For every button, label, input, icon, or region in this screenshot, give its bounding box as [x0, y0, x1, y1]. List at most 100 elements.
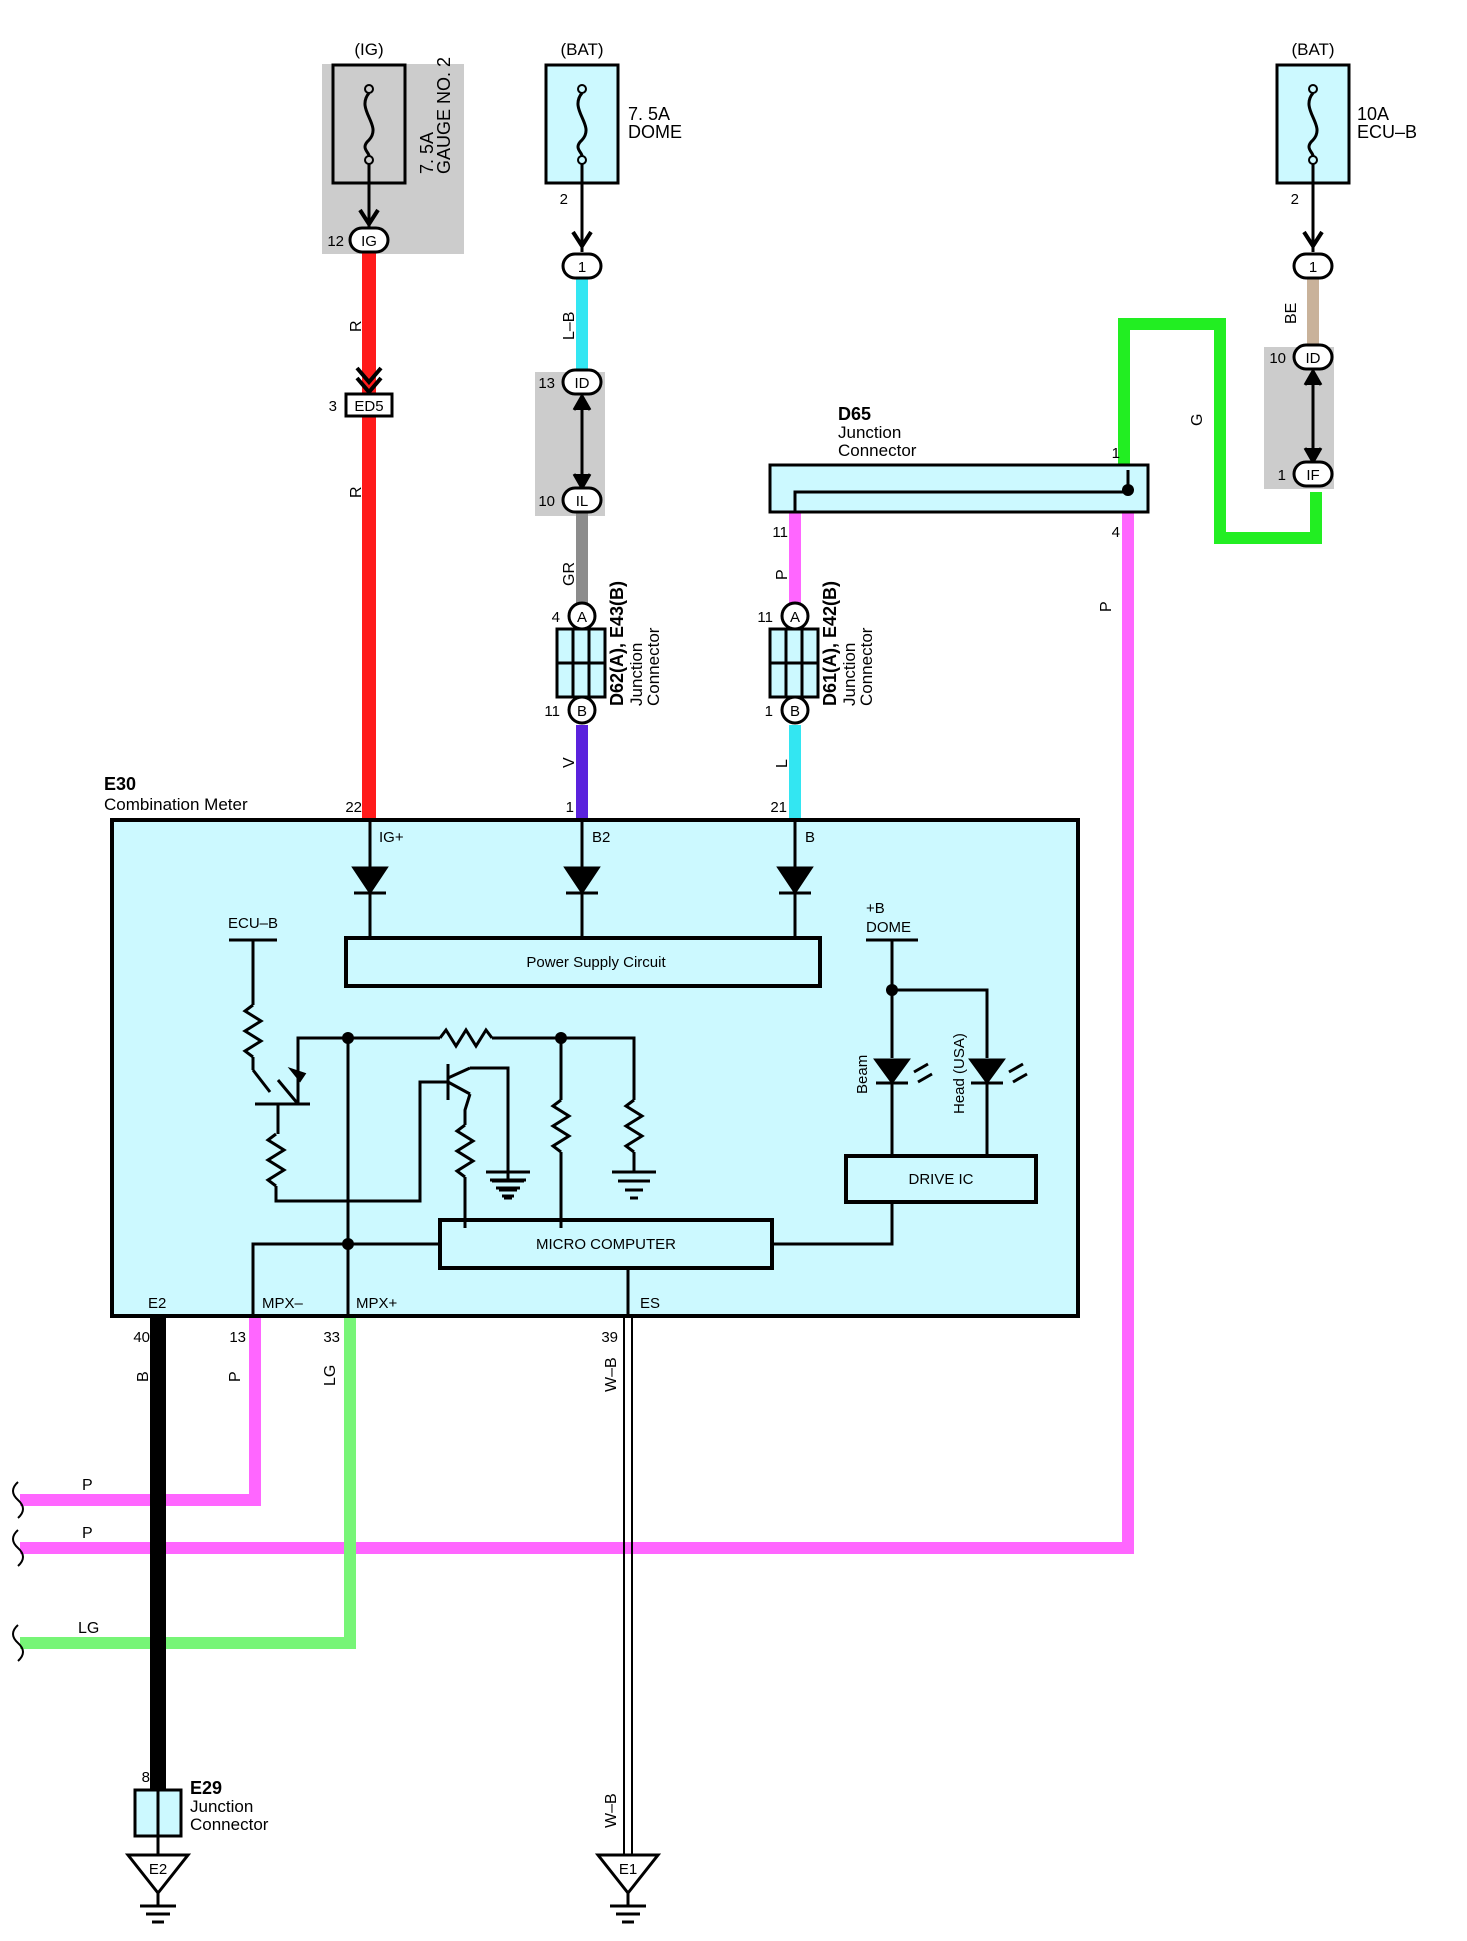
wire-break-marks — [12, 1481, 24, 1662]
junction-d65: D65 Junction Connector 11 1 4 — [768, 404, 1150, 541]
transistor-network — [229, 938, 656, 1316]
pin-mpx-minus: 13 — [229, 1329, 246, 1346]
fuse-dome — [544, 63, 620, 185]
svg-text:13: 13 — [538, 375, 555, 392]
wire-wb — [623, 1318, 633, 1855]
junction-dot-3 — [342, 1238, 354, 1250]
junction-d62-e43: A 4 B 11 D62(A), E43(B) Junction Connect… — [544, 581, 663, 725]
code-wb2: W–B — [603, 1793, 620, 1828]
svg-text:D65: D65 — [838, 404, 871, 424]
svg-text:10: 10 — [538, 493, 555, 510]
meter-pin-ig: 22 — [345, 799, 362, 816]
power-supply-label: Power Supply Circuit — [526, 954, 666, 971]
svg-text:A: A — [790, 609, 800, 626]
fuse-ecub-source: (BAT) — [1291, 40, 1334, 59]
svg-text:Junction: Junction — [627, 643, 646, 706]
code-gr: GR — [561, 562, 578, 586]
svg-text:1: 1 — [578, 259, 586, 276]
ground-e2: E2 — [124, 1853, 192, 1924]
power-supply-circuit — [344, 936, 822, 988]
ground-e1: E1 — [594, 1853, 662, 1924]
junction-d61-e42: A 11 B 1 D61(A), E42(B) Junction Connect… — [757, 581, 876, 725]
code-wb1: W–B — [603, 1357, 620, 1392]
ecu-b-term-label: ECU–B — [228, 915, 278, 932]
fuse-dome-source: (BAT) — [560, 40, 603, 59]
svg-text:4: 4 — [1112, 524, 1120, 541]
code-lb: L–B — [561, 312, 578, 340]
wire-g — [1118, 318, 1322, 544]
svg-text:11: 11 — [544, 703, 560, 720]
meter-name: Combination Meter — [104, 795, 248, 814]
micro-drive-lead — [772, 1202, 894, 1246]
term-b: B — [805, 829, 815, 846]
svg-text:ED5: ED5 — [354, 398, 383, 415]
drive-ic — [844, 1154, 1038, 1204]
code-r1: R — [348, 320, 365, 332]
svg-text:Connector: Connector — [644, 627, 663, 706]
junction-e29: 8 E29 Junction Connector — [133, 1769, 269, 1855]
svg-text:1: 1 — [1278, 467, 1286, 484]
wire-p-right — [20, 512, 1134, 1554]
code-p-right: P — [1098, 601, 1115, 612]
svg-text:3: 3 — [329, 398, 337, 415]
fuse-ecub-pin: 2 — [1291, 191, 1299, 208]
fuse-dome-name: DOME — [628, 122, 682, 142]
meter-code: E30 — [104, 774, 136, 794]
wire-lg — [20, 1318, 356, 1649]
svg-text:11: 11 — [757, 609, 773, 626]
connector-id-if: ID 10 IF 1 — [1269, 343, 1334, 488]
fuse-dome-rating: 7. 5A — [628, 104, 670, 124]
code-be: BE — [1283, 303, 1300, 324]
dome-label: DOME — [866, 919, 911, 936]
term-mpx-minus: MPX– — [262, 1295, 304, 1312]
term-es: ES — [640, 1295, 660, 1312]
pin-es: 39 — [601, 1329, 618, 1346]
svg-text:E29: E29 — [190, 1778, 222, 1798]
junction-dot-2 — [555, 1032, 567, 1044]
svg-text:10: 10 — [1269, 350, 1286, 367]
fuse-ig-source: (IG) — [354, 40, 383, 59]
connector-1-dome: 1 — [561, 252, 603, 280]
fuse-leads — [358, 164, 1324, 252]
code-lg: LG — [322, 1365, 339, 1386]
svg-text:Connector: Connector — [838, 441, 917, 460]
drive-ic-label: DRIVE IC — [908, 1171, 973, 1188]
meter-pin-b: 21 — [770, 799, 787, 816]
connector-ed5: ED5 3 — [329, 366, 394, 418]
svg-text:IG: IG — [361, 233, 377, 250]
code-v: V — [561, 757, 578, 768]
svg-text:A: A — [577, 609, 587, 626]
svg-text:Connector: Connector — [190, 1815, 269, 1834]
svg-text:ID: ID — [1306, 350, 1321, 367]
term-ig: IG+ — [379, 829, 404, 846]
svg-text:Junction: Junction — [190, 1797, 253, 1816]
svg-text:B: B — [790, 703, 800, 720]
plus-b-label: +B — [866, 900, 885, 917]
svg-text:Junction: Junction — [838, 423, 901, 442]
svg-text:B: B — [577, 703, 587, 720]
fuse-dome-pin: 2 — [560, 191, 568, 208]
fuse-ecub-name: ECU–B — [1357, 122, 1417, 142]
svg-text:IL: IL — [576, 493, 589, 510]
connector-id-il: ID 13 IL 10 — [538, 368, 603, 514]
meter-pin-b2: 1 — [566, 799, 574, 816]
code-side-p2: P — [82, 1525, 93, 1542]
code-g: G — [1189, 414, 1206, 426]
svg-text:Junction: Junction — [840, 643, 859, 706]
code-p-bottom: P — [227, 1371, 244, 1382]
svg-text:IF: IF — [1306, 467, 1319, 484]
fuse-ig-pin: 12 — [327, 233, 344, 250]
dome-junction-dot — [886, 984, 898, 996]
fuse-gauge-name: GAUGE NO. 2 — [434, 57, 454, 174]
junction-dot-1 — [342, 1032, 354, 1044]
term-b2: B2 — [592, 829, 610, 846]
fuse-ecub-rating: 10A — [1357, 104, 1389, 124]
fuse-gauge-rating: 7. 5A — [417, 132, 437, 174]
svg-text:ID: ID — [575, 375, 590, 392]
code-b: B — [135, 1371, 152, 1382]
beam-label: Beam — [854, 1055, 871, 1094]
code-side-lg: LG — [78, 1620, 99, 1637]
combination-meter — [110, 818, 1080, 1318]
connector-1-ecub: 1 — [1292, 252, 1334, 280]
